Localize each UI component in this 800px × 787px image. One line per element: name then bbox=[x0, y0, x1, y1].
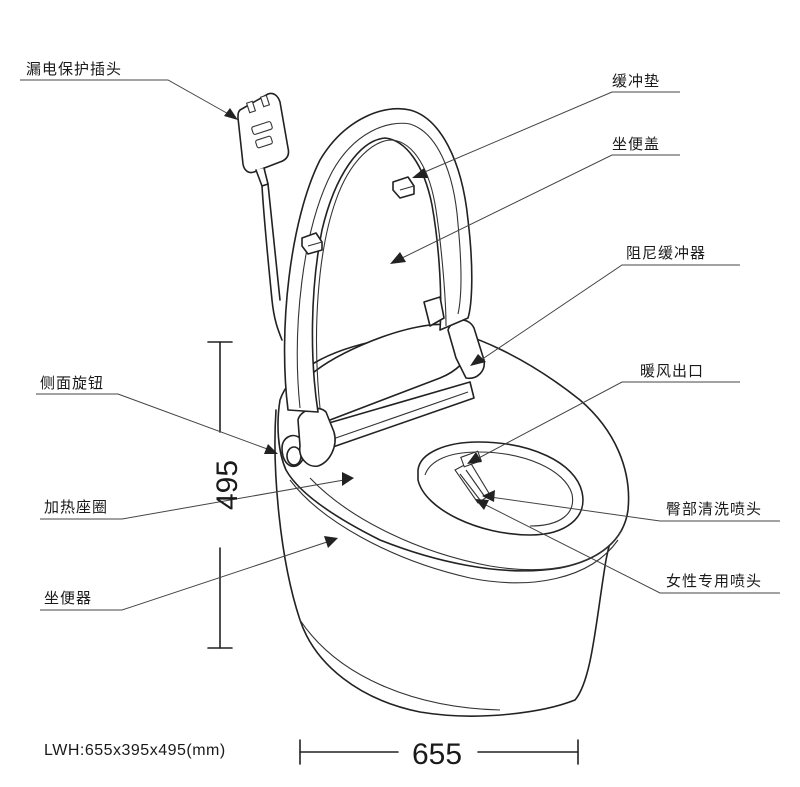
label-buttock-nozzle: 臀部清洗喷头 bbox=[666, 500, 763, 518]
bowl-inner bbox=[424, 451, 574, 527]
label-toilet-body: 坐便器 bbox=[44, 589, 93, 607]
arrow-head-icon bbox=[467, 452, 482, 464]
toilet-base-curve bbox=[299, 619, 501, 711]
arrow-head-icon bbox=[224, 108, 238, 120]
arrow-head-icon bbox=[390, 252, 406, 264]
length-dimension bbox=[299, 739, 579, 765]
lwh-dimensions-text: LWH:655x395x495(mm) bbox=[44, 742, 226, 759]
length-dimension-value: 655 bbox=[412, 738, 463, 771]
arrow-head-icon bbox=[324, 536, 338, 548]
lid-panel bbox=[315, 139, 447, 409]
label-damper: 阻尼缓冲器 bbox=[626, 244, 707, 262]
label-seat-cover: 坐便盖 bbox=[612, 135, 661, 153]
label-female-nozzle: 女性专用喷头 bbox=[666, 572, 763, 590]
arrow-head-icon bbox=[412, 168, 428, 178]
seat-rim-edge-2 bbox=[309, 477, 623, 571]
label-side-knob: 侧面旋钮 bbox=[40, 374, 105, 392]
lid-inner-rim bbox=[296, 122, 462, 409]
label-buffer-pad: 缓冲垫 bbox=[612, 72, 661, 90]
arrow-head-icon bbox=[264, 444, 278, 454]
buffer-pad-lower bbox=[301, 232, 323, 255]
buffer-pad-upper bbox=[392, 176, 415, 199]
label-heated-seat: 加热座圈 bbox=[44, 498, 109, 516]
height-dimension bbox=[207, 341, 233, 649]
height-dimension-value: 495 bbox=[211, 459, 244, 511]
arrow-head-icon bbox=[475, 499, 489, 510]
arrow-head-icon bbox=[470, 354, 486, 366]
arrow-head-icon bbox=[342, 472, 354, 486]
label-leakage-plug: 漏电保护插头 bbox=[26, 60, 123, 78]
leakage-plug-drawing bbox=[237, 92, 290, 341]
seat-rim-lower-edge bbox=[289, 479, 619, 584]
arrow-head-icon bbox=[482, 490, 495, 502]
leader-lines bbox=[20, 79, 780, 611]
damper-block bbox=[423, 296, 445, 327]
lid-outer bbox=[283, 107, 473, 413]
label-warm-air-outlet: 暖风出口 bbox=[640, 362, 705, 380]
